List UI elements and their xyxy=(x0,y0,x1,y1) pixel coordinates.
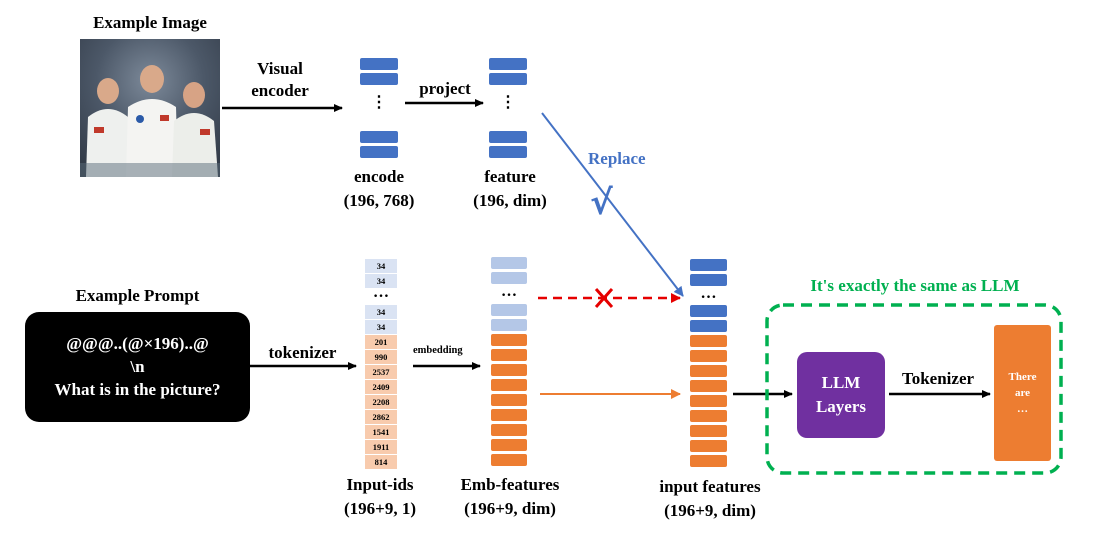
input-text-block xyxy=(690,440,727,452)
emb-dots: … xyxy=(501,283,517,300)
feature-block-1 xyxy=(489,58,527,70)
encode-block-4 xyxy=(360,146,398,158)
input-ids-label: Input-ids xyxy=(346,475,414,494)
visual-encoder-label: Visual encoder xyxy=(251,59,309,100)
feature-block-3 xyxy=(489,131,527,143)
input-image-block xyxy=(690,274,727,286)
example-image-title: Example Image xyxy=(93,13,207,32)
input-text-block xyxy=(690,350,727,362)
prompt-box: @@@..(@×196)..@ \n What is in the pictur… xyxy=(25,312,250,422)
example-prompt-title: Example Prompt xyxy=(75,286,200,305)
embedding-label: embedding xyxy=(413,345,463,356)
input-image-block xyxy=(690,259,727,271)
llm-box-caption: It's exactly the same as LLM xyxy=(810,276,1020,295)
input-text-block xyxy=(690,455,727,467)
emb-text-block xyxy=(491,334,527,346)
encode-block-1 xyxy=(360,58,398,70)
token-id: 34 xyxy=(365,274,397,288)
token-id: 2537 xyxy=(365,365,397,379)
emb-text-block xyxy=(491,454,527,466)
input-features-label: input features xyxy=(659,477,761,496)
emb-features-shape: (196+9, dim) xyxy=(464,499,556,518)
feature-shape: (196, dim) xyxy=(473,191,547,210)
emb-text-block xyxy=(491,424,527,436)
input-text-block xyxy=(690,335,727,347)
example-photo xyxy=(80,39,220,177)
llm-layers-block: LLM Layers xyxy=(797,352,885,438)
emb-text-block xyxy=(491,394,527,406)
encode-dots: ⋮ xyxy=(371,94,387,111)
project-label: project xyxy=(419,79,471,98)
input-text-block xyxy=(690,380,727,392)
feature-block-4 xyxy=(489,146,527,158)
token-id: 1541 xyxy=(365,425,397,439)
check-mark-icon: √ xyxy=(590,183,613,223)
llm-tokenizer-label: Tokenizer xyxy=(901,369,975,388)
output-text: There are … xyxy=(1008,371,1037,415)
input-features-shape: (196+9, dim) xyxy=(664,501,756,520)
encode-block-3 xyxy=(360,131,398,143)
prompt-line-1: @@@..(@×196)..@ xyxy=(66,334,209,353)
token-id: 1911 xyxy=(365,440,397,454)
emb-text-block xyxy=(491,409,527,421)
reject-x-icon xyxy=(594,288,614,308)
replace-label: Replace xyxy=(588,149,646,168)
emb-text-block xyxy=(491,349,527,361)
emb-text-block xyxy=(491,364,527,376)
token-id: 34 xyxy=(365,305,397,319)
feature-block-2 xyxy=(489,73,527,85)
token-id: 34 xyxy=(365,320,397,334)
output-text-block: There are … xyxy=(994,325,1051,461)
feature-dots: ⋮ xyxy=(500,94,516,111)
emb-text-block xyxy=(491,379,527,391)
emb-text-block xyxy=(491,439,527,451)
input-text-block xyxy=(690,410,727,422)
emb-features-label: Emb-features xyxy=(460,475,560,494)
input-image-block xyxy=(690,320,727,332)
encode-shape: (196, 768) xyxy=(343,191,415,210)
emb-image-block xyxy=(491,319,527,331)
input-image-block xyxy=(690,305,727,317)
prompt-line-2: \n xyxy=(130,357,145,376)
input-ids-dots: … xyxy=(373,284,389,301)
input-ids-shape: (196+9, 1) xyxy=(343,499,416,518)
token-id: 201 xyxy=(365,335,397,349)
emb-image-block xyxy=(491,304,527,316)
token-id: 34 xyxy=(365,259,397,273)
token-id: 2409 xyxy=(365,380,397,394)
tokenizer-label: tokenizer xyxy=(268,343,337,362)
token-id: 814 xyxy=(365,455,397,469)
llm-dashed-box xyxy=(765,303,1063,475)
token-id: 2862 xyxy=(365,410,397,424)
encode-label: encode xyxy=(353,167,405,186)
astronaut-figures xyxy=(80,65,220,177)
llm-layers-label: LLM Layers xyxy=(815,373,867,416)
input-features-dots: … xyxy=(700,285,717,302)
input-text-block xyxy=(690,365,727,377)
token-id: 2208 xyxy=(365,395,397,409)
replace-arrow xyxy=(541,112,684,297)
input-text-block xyxy=(690,425,727,437)
encode-block-2 xyxy=(360,73,398,85)
feature-label: feature xyxy=(484,167,536,186)
input-text-block xyxy=(690,395,727,407)
token-id: 990 xyxy=(365,350,397,364)
prompt-line-3: What is in the picture? xyxy=(54,380,221,399)
emb-image-block xyxy=(491,257,527,269)
emb-image-block xyxy=(491,272,527,284)
